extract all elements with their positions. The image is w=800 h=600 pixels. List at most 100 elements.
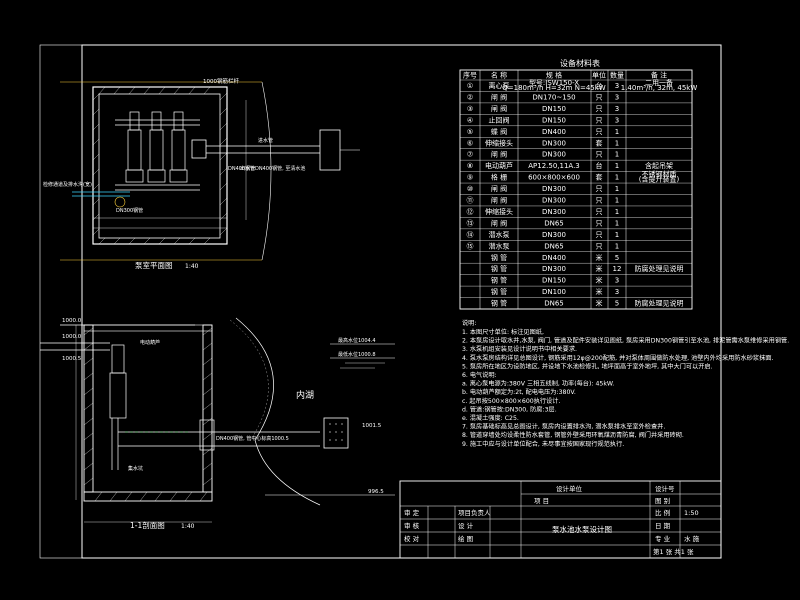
tb-sheet-value: 第1 张 共1 张 [653,547,694,556]
table-cell-unit: 只 [596,151,603,159]
note-line: e. 混凝土强度: C25. [462,414,519,422]
table-cell-note: 含起吊架 [645,161,673,170]
tb-drawing-title: 泵水池水泵设计图 [552,524,612,534]
plan-label-outlet: 出水管DN400钢管, 至清水池 [240,165,305,172]
inner-frame [39,44,722,559]
table-cell-qty: 3 [615,105,619,113]
plan-title: 泵室平面图 [135,260,173,270]
plan-label-dn: DN300钢管 [116,207,143,214]
note-line: 4. 泵水泵房结构详见总图设计, 钢筋采用12φ@200配筋, 并对泵体周围做防… [462,354,773,362]
note-line: 7. 泵房基础标高见总图设计, 泵房内设置排水沟, 潜水泵排水至室外检查井. [462,423,665,431]
section-level-water-high: 最高水位1004.4 [338,337,376,344]
plan-view: 泵室平面图 1:40 1000钢筋栏杆 DN400钢管 出水管DN400钢管, … [43,77,360,270]
table-cell-name: 蝶 阀 [491,127,507,136]
section-view: 1-1剖面图 1:40 1000.0 最高水位1004.4 最低水位1000.8… [40,317,395,530]
table-cell-unit: 米 [596,276,603,285]
section-level-mid: 1000.0 [62,334,82,340]
table-cell-no: ⑧ [467,162,473,170]
table-cell-spec: 600×800×600 [528,174,580,182]
note-line: 6. 电气说明: [462,371,497,379]
table-cell-spec: DN400 [542,128,566,136]
table-cell-name: 钢 管 [491,276,507,285]
note-line: c. 起吊按500×800×600执行设计. [462,397,560,405]
note-line: 5. 泵房所在地区为设防地区, 并设地下水池检修孔, 地坪面高于室外地坪, 其中… [462,362,713,370]
table-cell-unit: 套 [596,138,603,147]
section-level-right: 1001.5 [362,423,382,429]
tb-design-unit-label: 设计单位 [556,484,583,493]
table-cell-no: ⑮ [467,242,474,250]
table-header-cell: 序号 [463,71,477,80]
table-cell-unit: 只 [596,128,603,136]
section-level-bottom: 996.5 [368,489,384,495]
section-level-water-low: 最低水位1000.8 [338,351,376,358]
table-cell-qty: 3 [615,82,619,90]
table-cell-spec: DN150 [542,105,566,113]
note-line: 3. 水泵机组安装见设计说明书中相关要求. [462,345,577,353]
table-cell-spec: DN65 [544,219,564,227]
tb-category-label: 专 业 [655,534,671,543]
section-title: 1-1剖面图 [130,520,165,530]
table-cell-note: 防腐处理见说明 [635,264,684,273]
table-cell-unit: 台 [596,161,603,170]
design-notes: 说明: 1. 本图尺寸单位: 标注见图纸,2. 本泵房设计取水井,水泵, 阀门,… [462,319,789,448]
table-cell-qty: 1 [615,242,619,250]
table-cell-name: 格 栅 [491,173,507,182]
table-cell-unit: 只 [596,242,603,250]
table-cell-name: 电动葫芦 [485,161,513,170]
tb-drawing-label: 图 别 [655,496,670,505]
tb-design-no-label: 设计号 [655,484,675,493]
section-label-hoist: 电动葫芦 [140,339,160,346]
table-cell-qty: 3 [615,288,619,296]
tb-audit-label: 审 核 [404,521,420,530]
table-cell-qty: 5 [615,254,619,262]
table-cell-no: ③ [467,105,473,113]
table-cell-name: 钢 管 [491,287,507,296]
table-cell-no: ④ [467,116,473,124]
table-cell-spec: DN65 [544,300,564,308]
table-cell-no: ⑦ [467,151,473,159]
table-cell-spec: DN300 [542,151,566,159]
note-line: b. 电动葫芦额定为:2t, 配电电压为:380V. [462,388,576,396]
table-cell-unit: 只 [596,197,603,205]
table-cell-spec: DN300 [542,231,566,239]
note-line: a. 离心泵电源为:380V 三相五线制, 功率(每台): 45kW. [462,380,614,388]
table-cell-qty: 3 [615,93,619,101]
table-cell-no: ⑤ [467,128,473,136]
table-cell-spec: DN65 [544,242,564,250]
table-cell-spec-2: Q=180m³/h H=32m N=45kW [502,84,606,92]
table-cell-qty: 1 [615,197,619,205]
tb-project-lead-label: 项目负责人 [458,508,491,517]
table-cell-name: 止回阀 [489,115,510,124]
table-cell-name: 伸缩接头 [485,138,513,147]
table-cell-qty: 1 [615,151,619,159]
table-header-cell: 数量 [610,71,624,80]
table-cell-unit: 只 [596,185,603,193]
section-label-pipe: DN400钢管, 管中心标高1000.5 [216,435,289,442]
table-cell-name: 闸 阀 [491,218,507,227]
table-cell-unit: 只 [596,93,603,101]
tb-design-label: 设 计 [458,521,474,530]
table-cell-unit: 套 [596,173,603,182]
table-cell-spec: DN400 [542,254,566,262]
table-cell-qty: 1 [615,208,619,216]
table-cell-spec: DN150 [542,116,566,124]
table-header-cell: 名 称 [491,71,507,80]
table-cell-qty: 1 [615,139,619,147]
table-cell-note: 防腐处理见说明 [635,299,684,308]
tb-scale-value: 1:50 [684,509,699,517]
table-title: 设备材料表 [560,58,600,68]
table-cell-name: 闸 阀 [491,92,507,101]
table-cell-unit: 米 [596,299,603,308]
table-cell-note: 不锈钢材质 [642,169,677,178]
table-cell-no: ⑭ [467,231,474,239]
table-cell-unit: 只 [596,208,603,216]
table-cell-name: 离心泵 [489,81,510,90]
table-cell-spec: DN300 [542,208,566,216]
table-cell-note-2: 1.40m³/h, 32m, 45kW [621,84,698,92]
table-cell-spec: AP12.50,11A.3 [528,162,580,170]
table-cell-spec: DN170~150 [532,93,575,101]
table-cell-name: 钢 管 [491,253,507,262]
table-cell-name: 闸 阀 [491,150,507,159]
table-cell-no: ⑨ [467,174,473,182]
